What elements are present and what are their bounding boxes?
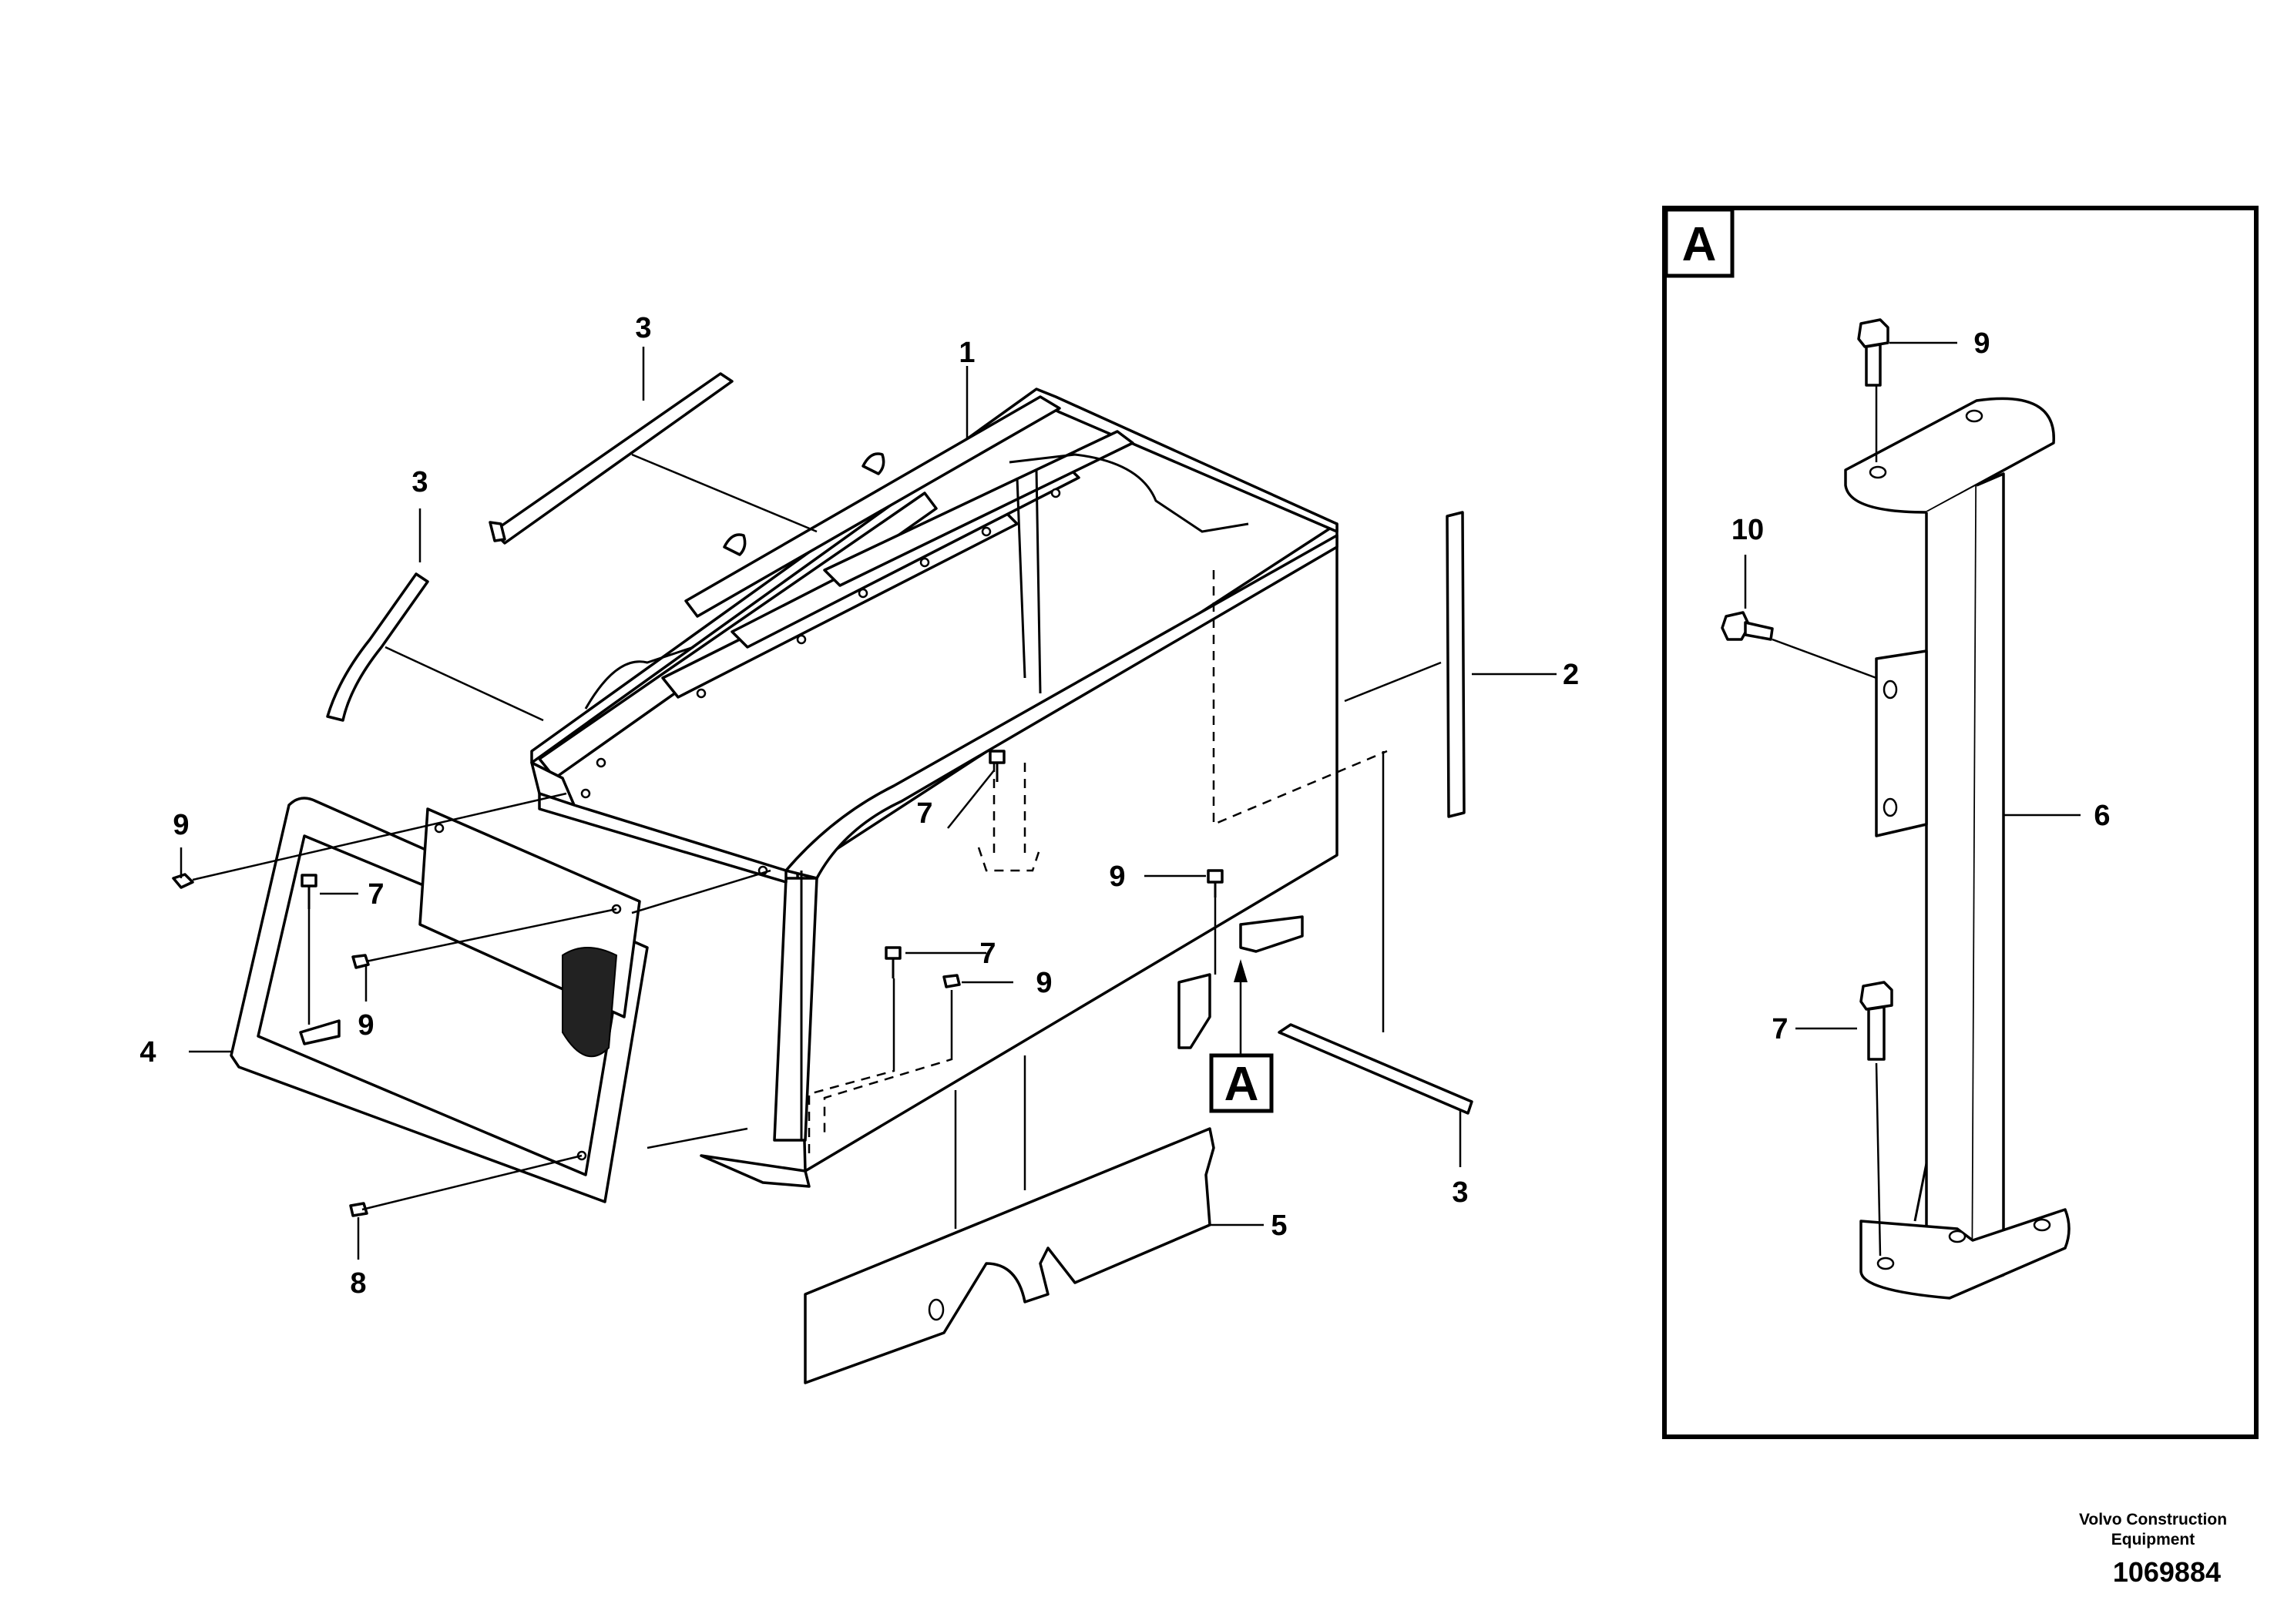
seal-strip-side xyxy=(1446,511,1466,818)
callout-8: 8 xyxy=(350,1267,366,1300)
bolt-7-mid xyxy=(885,946,902,978)
detail-marker-letter: A xyxy=(1224,1058,1259,1111)
callout-3-left: 3 xyxy=(411,466,428,498)
callout-9-right: 9 xyxy=(1109,861,1125,893)
detail-bolt-9 xyxy=(1857,318,1889,387)
callout-labels: 1 2 3 3 3 4 5 6 7 7 7 7 8 9 9 9 9 9 10 xyxy=(139,312,2110,1300)
callout-9-mid: 9 xyxy=(1036,967,1052,999)
callout-6: 6 xyxy=(2094,800,2110,832)
callout-9-grille: 9 xyxy=(358,1009,374,1042)
callout-7-top: 7 xyxy=(916,797,932,830)
callout-5: 5 xyxy=(1271,1210,1287,1242)
callout-3-bottom: 3 xyxy=(1452,1176,1468,1209)
callout-2: 2 xyxy=(1563,659,1579,691)
detail-marker-a: A xyxy=(1209,1053,1274,1113)
footer-company: Volvo Construction Equipment xyxy=(2064,1510,2242,1550)
front-grille xyxy=(230,797,649,1203)
seal-strip-top xyxy=(489,372,734,545)
callout-9-left: 9 xyxy=(173,809,189,841)
detail-bolt-10 xyxy=(1721,611,1774,641)
leader-lines xyxy=(180,347,1557,1260)
bolt-9-left xyxy=(172,873,194,889)
callout-7-detail: 7 xyxy=(1772,1013,1788,1045)
detail-bolt-7 xyxy=(1859,981,1893,1061)
bolt-9-mid xyxy=(942,974,961,988)
detail-box-letter: A xyxy=(1682,218,1717,271)
cab-frame xyxy=(530,388,1388,1188)
callout-1: 1 xyxy=(959,337,975,369)
bolt-8 xyxy=(349,1202,368,1217)
seal-strip-left xyxy=(326,572,429,722)
bolt-7-grille xyxy=(301,874,317,909)
callout-10: 10 xyxy=(1731,514,1764,546)
bolt-9-grille xyxy=(351,954,370,969)
callout-7-mid: 7 xyxy=(979,938,996,970)
bolt-7-top xyxy=(989,750,1006,782)
support-post xyxy=(1844,397,2071,1300)
callout-3-top: 3 xyxy=(635,312,651,344)
side-bracket xyxy=(1177,973,1211,1049)
footer-company-line2: Equipment xyxy=(2111,1531,2195,1549)
bottom-cover-plate xyxy=(804,1127,1215,1384)
footer-drawing-number: 1069884 xyxy=(2112,1556,2221,1588)
callout-4: 4 xyxy=(139,1036,156,1069)
bolt-9-right xyxy=(1207,869,1224,898)
callout-9-detail: 9 xyxy=(1973,327,1990,360)
callout-7-grille: 7 xyxy=(368,878,384,911)
footer-company-line1: Volvo Construction xyxy=(2078,1511,2228,1528)
detail-box-a: A xyxy=(1662,206,2259,1439)
seal-strip-bottom xyxy=(1278,1023,1473,1115)
